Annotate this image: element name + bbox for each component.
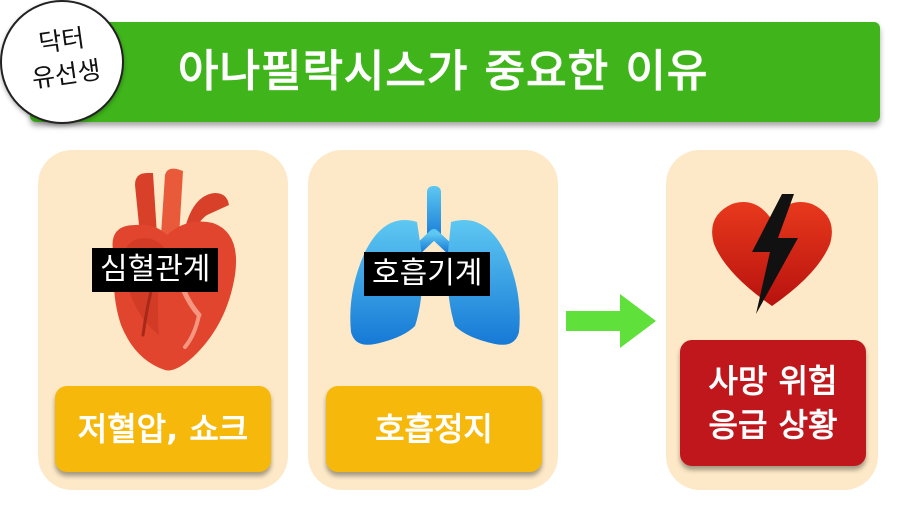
outcome-line-1: 사망 위험: [708, 362, 838, 400]
logo-text: 닥터 유선생: [6, 17, 122, 99]
page-title: 아나필락시스가 중요한 이유: [178, 46, 709, 97]
outcome-line-2: 응급 상황: [708, 406, 838, 444]
logo-badge: 닥터 유선생: [0, 0, 124, 124]
arrow-right-icon: [566, 294, 656, 348]
respiratory-label: 호흡기계: [364, 252, 491, 296]
respiratory-result: 호흡정지: [326, 386, 542, 472]
title-banner: [30, 22, 880, 122]
outcome-box: 사망 위험 응급 상황: [680, 340, 866, 466]
broken-heart-lightning-icon: [712, 194, 832, 314]
cardiovascular-result: 저혈압, 쇼크: [55, 386, 271, 472]
cardiovascular-label: 심혈관계: [92, 248, 219, 292]
